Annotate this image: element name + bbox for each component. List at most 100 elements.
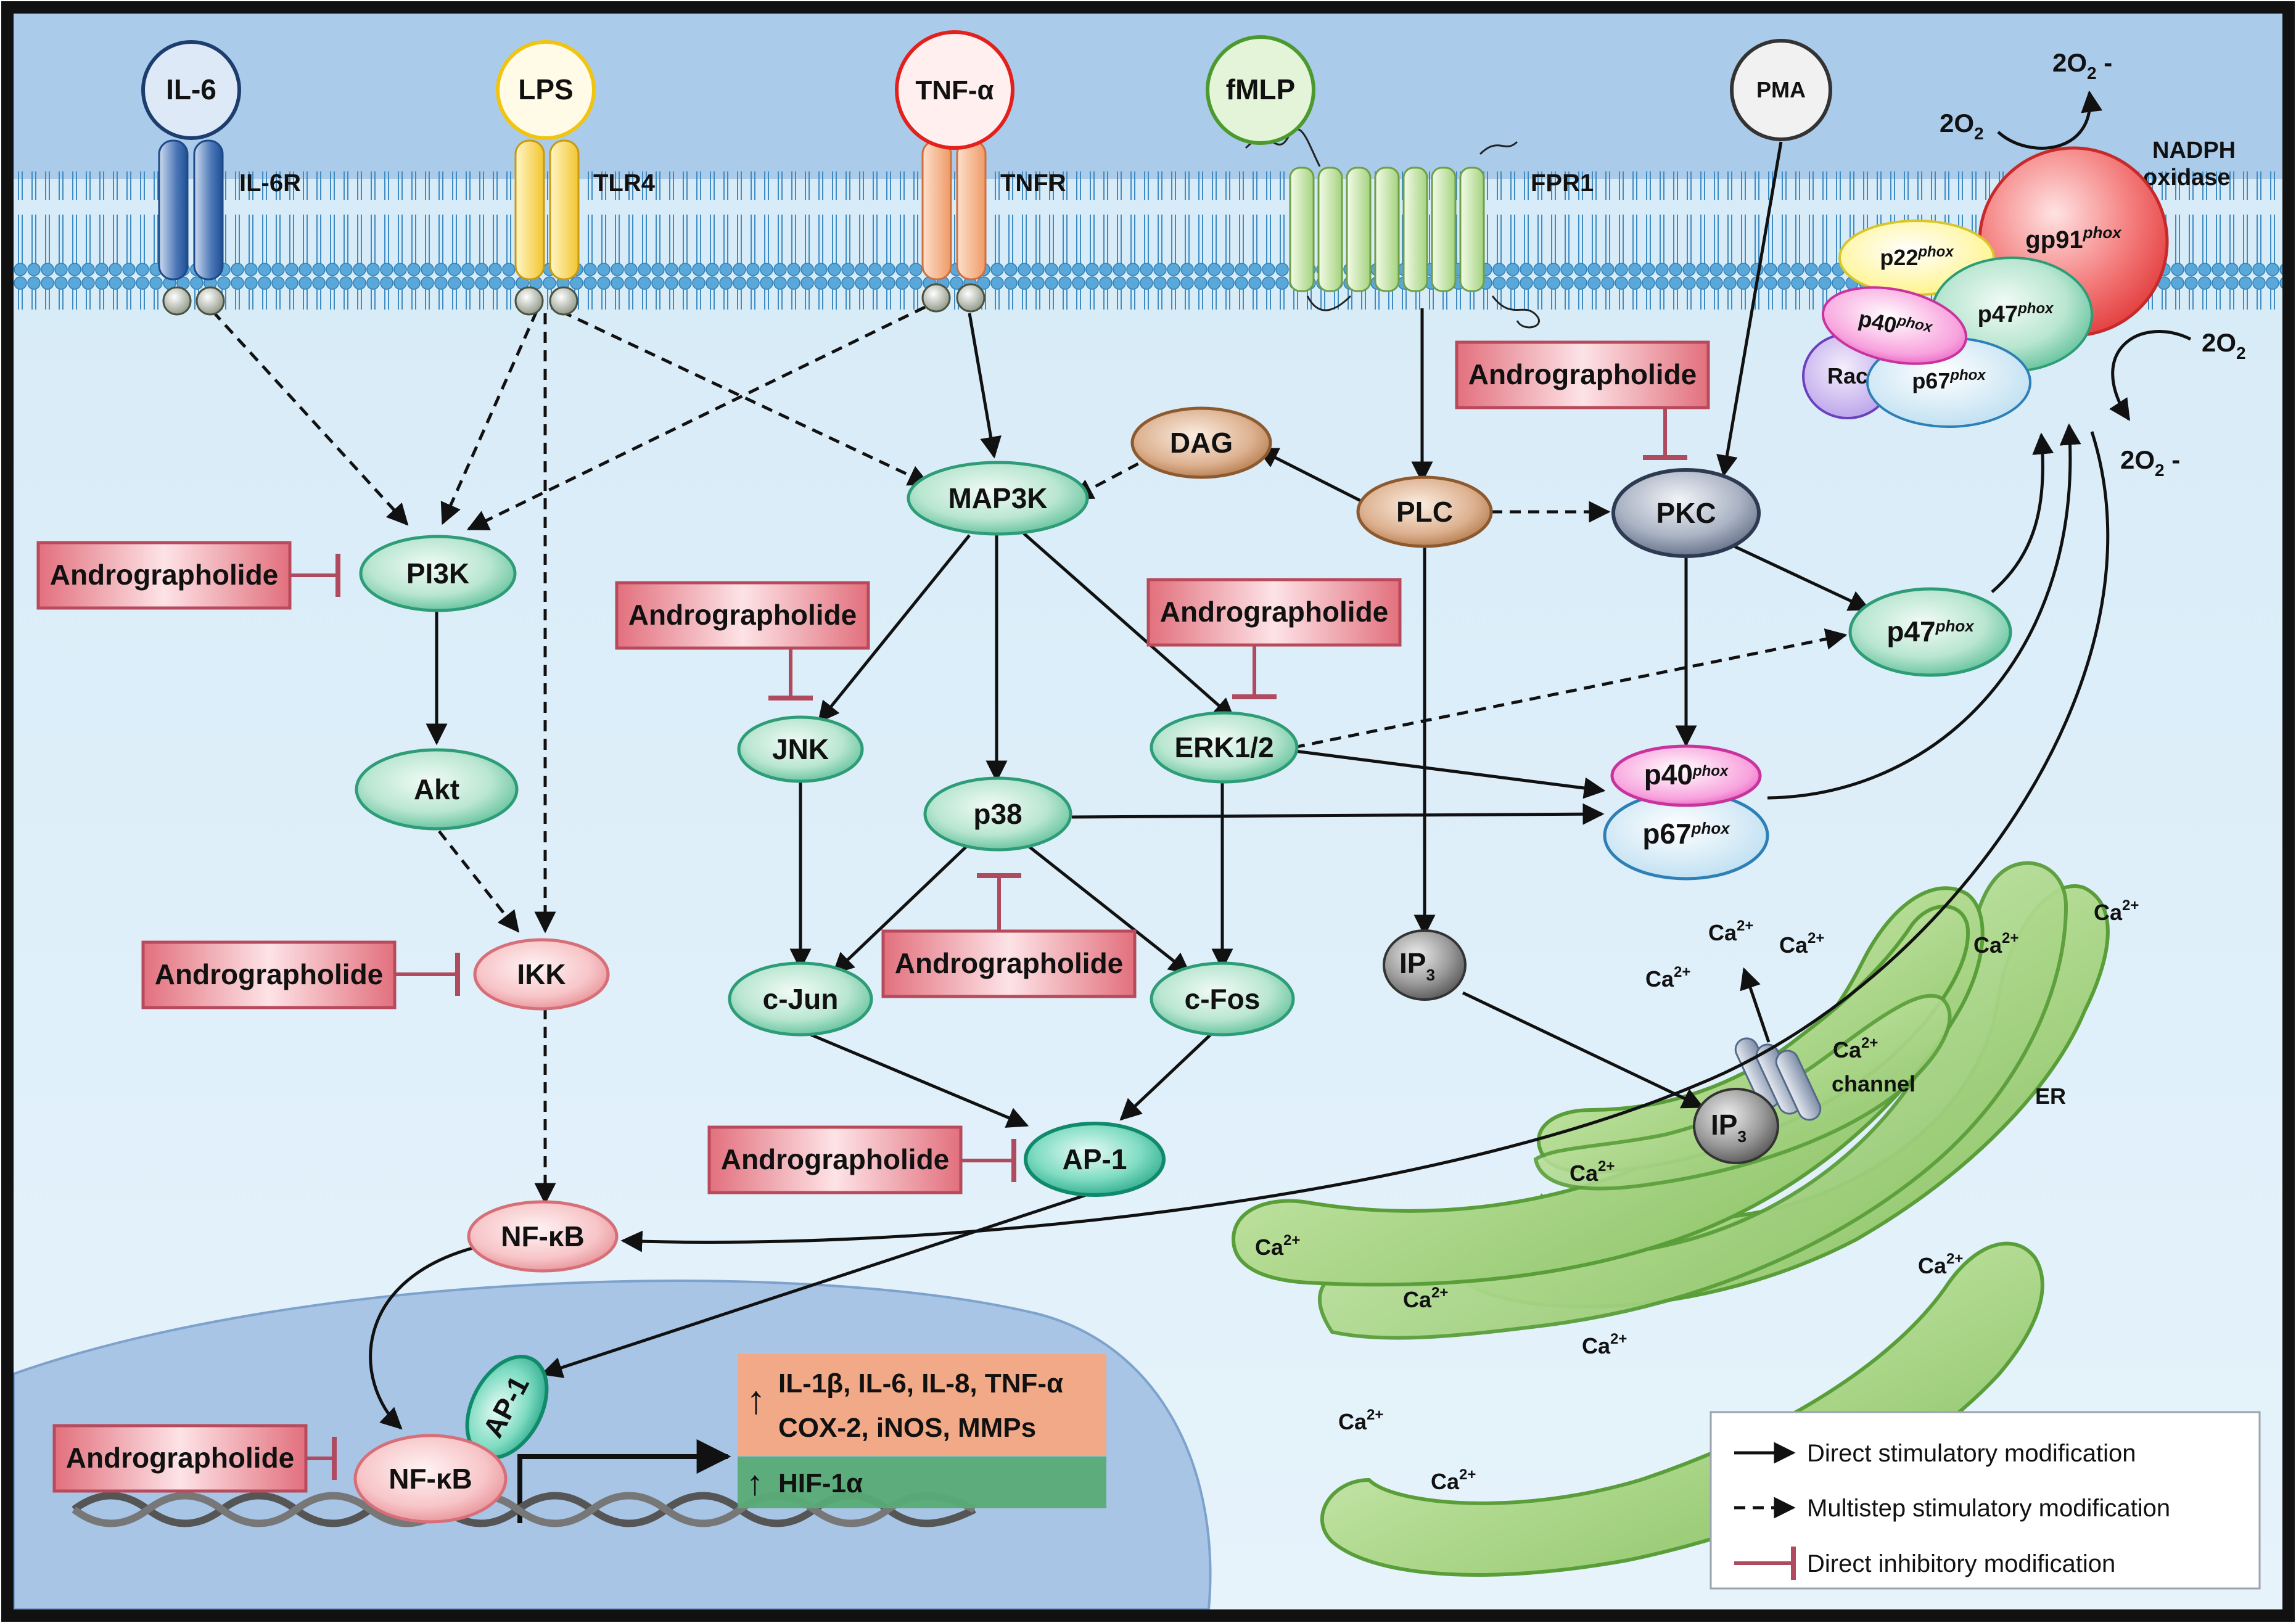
arrow-nfkb-nucleus (369, 1244, 483, 1430)
svg-text:Andrographolide: Andrographolide (1468, 358, 1697, 390)
svg-text:Andrographolide: Andrographolide (1160, 596, 1389, 628)
tlr4-label: TLR4 (593, 170, 656, 197)
arrow-erk-p40p67 (1294, 749, 1606, 799)
rac-label: Rac (1827, 363, 1868, 388)
channel-label: channel (1832, 1071, 1915, 1096)
arrows (212, 90, 2192, 1430)
transcription-arrow (517, 1439, 731, 1523)
inhibitor-nfkb-nucleus: Andrographolide (52, 1424, 337, 1493)
er-label: ER (2035, 1083, 2066, 1109)
ca-label: Ca2+ (1582, 1331, 1627, 1358)
p47phox-complex-label: p47phox (1978, 300, 2054, 327)
svg-text:MAP3K: MAP3K (948, 482, 1047, 514)
arrow-tnfr-pi3k (466, 305, 926, 531)
il6-receptor: IL-6R (158, 139, 301, 316)
legend-direct-inhibitory: Direct inhibitory modification (1807, 1550, 2115, 1577)
arrow-ip3-er (1462, 991, 1705, 1109)
svg-text:ERK1/2: ERK1/2 (1174, 731, 1273, 763)
fpr1-label: FPR1 (1531, 170, 1594, 197)
node-ap1: AP-1 (1024, 1122, 1166, 1197)
p40phox-node-complex (1821, 286, 1968, 365)
svg-text:LPS: LPS (518, 73, 573, 105)
ca-label: Ca2+ (1833, 1035, 1878, 1062)
ca-label: Ca2+ (1255, 1232, 1300, 1260)
svg-text:c-Jun: c-Jun (763, 983, 839, 1015)
arrow-channel-ca (1740, 967, 1771, 1043)
node-ip3-cytoplasm: IP3 (1383, 929, 1467, 1001)
il6r-label: IL-6R (239, 170, 301, 197)
extracellular-space (14, 14, 2282, 179)
arrow-il6r-pi3k (212, 310, 409, 526)
svg-text:NADPH: NADPH (2152, 138, 2236, 163)
node-akt: Akt (355, 748, 519, 831)
up-arrow-icon: ↑ (746, 1378, 766, 1422)
gene-targets-box: ↑ IL-1β, IL-6, IL-8, TNF-α COX-2, iNOS, … (738, 1354, 1106, 1456)
arrow-ap1-nucleus (540, 1191, 1092, 1378)
arrow-pma-pkc (1716, 141, 1783, 477)
svg-text:Andrographolide: Andrographolide (50, 559, 279, 591)
fpr1-receptor: FPR1 (1245, 128, 1594, 329)
arrow-p38-p40p67 (1071, 803, 1605, 825)
ca-label: Ca2+ (1779, 930, 1824, 958)
node-pkc: PKC (1611, 468, 1761, 558)
arrow-plc-dag (1256, 447, 1369, 506)
ligand-il6: IL-6 (141, 40, 241, 140)
node-ip3-er: IP3 (1693, 1088, 1779, 1164)
dna-helix (72, 1492, 976, 1527)
gene-targets-line1: IL-1β, IL-6, IL-8, TNF-α (778, 1368, 1063, 1399)
svg-text:NF-κB: NF-κB (501, 1220, 585, 1252)
superoxide-label: 2O2 - (2120, 445, 2180, 480)
node-ikk: IKK (473, 938, 610, 1011)
svg-text:DAG: DAG (1170, 427, 1233, 459)
node-nfkb-nucleus: NF-κB (353, 1434, 508, 1524)
node-dag: DAG (1130, 406, 1272, 479)
svg-text:PKC: PKC (1656, 497, 1716, 529)
arrow-o2-superoxide-top (1997, 90, 2103, 150)
calcium-channel: Ca2+ channel (1734, 1035, 1915, 1121)
nadph-oxidase: NADPH oxidase gp91phox p22phox p47phox R… (1802, 138, 2236, 428)
ca-label: Ca2+ (1338, 1407, 1383, 1434)
inhibitor-pkc: Andrographolide (1455, 340, 1710, 460)
svg-text:IKK: IKK (517, 958, 566, 990)
released-calcium-labels: Ca2+ Ca2+ Ca2+ (1645, 918, 1824, 992)
svg-text:p38: p38 (973, 798, 1022, 830)
arrow-calcium-nfkb (620, 431, 2110, 1252)
tlr4-receptor: TLR4 (514, 139, 656, 316)
arrow-tnfr-map3k (968, 313, 1002, 459)
svg-text:p40phox: p40phox (1644, 758, 1729, 791)
node-p67phox: p67phox (1603, 791, 1769, 881)
ligand-tnfa: TNF-α (895, 30, 1014, 150)
svg-text:PMA: PMA (1756, 77, 1806, 102)
legend-multistep-stimulatory: Multistep stimulatory modification (1807, 1495, 2170, 1522)
node-jnk: JNK (737, 715, 864, 783)
node-map3k: MAP3K (907, 461, 1089, 536)
arrow-akt-ikk (438, 830, 520, 933)
er-calcium-labels: Ca2+ Ca2+ Ca2+ Ca2+ Ca2+ Ca2+ Ca2+ Ca2+ … (1255, 897, 2139, 1494)
node-p47phox: p47phox (1848, 587, 2012, 677)
svg-text:p47phox: p47phox (1887, 615, 1975, 647)
svg-text:fMLP: fMLP (1226, 73, 1295, 105)
ca-label: Ca2+ (1918, 1251, 1963, 1278)
svg-text:PLC: PLC (1396, 496, 1453, 528)
node-p40phox: p40phox (1610, 744, 1762, 807)
ca-label: Ca2+ (2094, 897, 2139, 925)
arrow-cfos-ap1 (1119, 1032, 1213, 1121)
legend-direct-stimulatory: Direct stimulatory modification (1807, 1440, 2136, 1467)
up-arrow-icon: ↑ (746, 1463, 763, 1502)
svg-text:Andrographolide: Andrographolide (66, 1442, 295, 1474)
arrow-p38-cfos (1026, 844, 1191, 975)
legend: Direct stimulatory modification Multiste… (1710, 1411, 2261, 1590)
svg-text:TNF-α: TNF-α (915, 75, 994, 105)
p22phox-label: p22phox (1880, 244, 1954, 270)
node-pi3k: PI3K (359, 535, 517, 612)
svg-text:JNK: JNK (772, 733, 829, 765)
node-ap1-nucleus: AP-1 (465, 1354, 549, 1460)
svg-text:c-Fos: c-Fos (1185, 983, 1261, 1015)
inhibitor-pi3k: Andrographolide (36, 541, 340, 610)
arrow-map3k-jnk (817, 534, 971, 723)
node-erk: ERK1/2 (1150, 711, 1299, 784)
node-cfos: c-Fos (1150, 961, 1295, 1037)
ca-label: Ca2+ (1645, 964, 1690, 992)
